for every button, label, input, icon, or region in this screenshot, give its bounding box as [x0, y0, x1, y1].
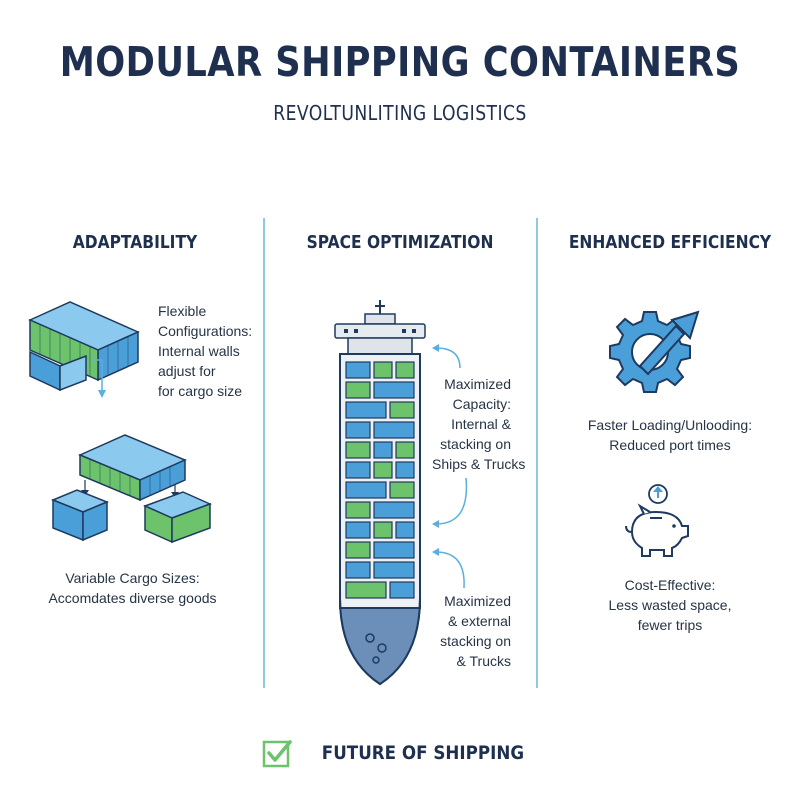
arrow-capacity-mid-icon — [432, 477, 468, 528]
footer: FUTURE OF SHIPPING — [0, 738, 800, 768]
page-title: MODULAR SHIPPING CONTAINERS — [59, 38, 741, 86]
column-divider-left — [263, 218, 265, 688]
cargo-ship-icon — [334, 300, 426, 686]
capacity-top-last-line: Ships & Trucks — [432, 456, 526, 472]
capacity-bottom-text: Maximized & external stacking on & Truck… — [440, 593, 511, 669]
heading-adaptability: ADAPTABILITY — [72, 232, 198, 253]
l-shaped-container-icon — [28, 301, 140, 398]
gear-arrow-icon — [609, 310, 700, 393]
piggy-bank-icon — [625, 484, 689, 557]
footer-label: FUTURE OF SHIPPING — [322, 742, 525, 764]
faster-loading-text: Faster Loading/Unlooding: Reduced port t… — [587, 417, 753, 453]
page-subtitle: REVOLTUNLITING LOGISTICS — [273, 101, 527, 125]
cost-effective-text: Cost-Effective: Less wasted space, fewer… — [608, 577, 732, 633]
arrow-capacity-top-icon — [432, 344, 461, 369]
heading-space-optimization: SPACE OPTIMIZATION — [306, 232, 494, 253]
column-divider-right — [536, 218, 538, 688]
check-icon — [262, 738, 292, 768]
variable-cargo-text: Variable Cargo Sizes: Accomdates diverse… — [48, 570, 217, 606]
arrow-capacity-bottom-icon — [432, 548, 465, 589]
heading-enhanced-efficiency: ENHANCED EFFICIENCY — [568, 232, 772, 253]
flexible-config-text: Flexible Configurations: Internal walls … — [158, 303, 253, 399]
stacked-containers-icon — [51, 434, 212, 544]
capacity-top-text: Maximized Capacity: Internal & stacking … — [440, 376, 511, 452]
